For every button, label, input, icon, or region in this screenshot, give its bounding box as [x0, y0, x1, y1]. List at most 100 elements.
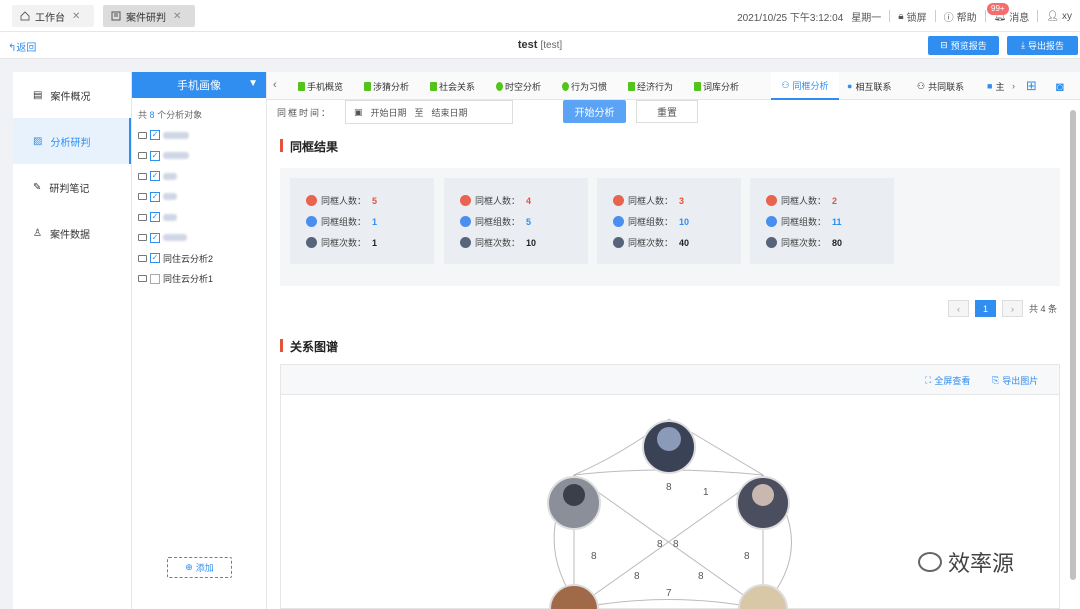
dropdown-arrow-icon[interactable]: ▼: [248, 78, 258, 89]
next-page-button[interactable]: ›: [1002, 300, 1023, 317]
preview-report-button[interactable]: ⊟预览报告: [928, 36, 999, 55]
layers-icon: [460, 216, 471, 227]
eye-icon[interactable]: [138, 152, 147, 160]
tab-lexicon[interactable]: 词库分析: [694, 80, 739, 93]
eye-icon[interactable]: [138, 131, 147, 139]
list-item[interactable]: ✓: [132, 166, 266, 187]
people-value: 5: [372, 195, 378, 206]
chevron-left-icon[interactable]: ‹: [273, 79, 277, 91]
checkbox[interactable]: ✓: [150, 130, 160, 141]
graph-canvas[interactable]: 8 1 8 8 8 8 8 8 7: [281, 395, 1059, 609]
camera-icon[interactable]: ◙: [1056, 78, 1064, 94]
people-label: 同框人数：: [321, 196, 367, 206]
eye-icon[interactable]: [138, 172, 147, 180]
plus-icon: ⊕: [185, 562, 193, 572]
people-icon: [306, 195, 317, 206]
checkbox[interactable]: ✓: [150, 253, 160, 264]
tab-case-analysis[interactable]: 案件研判 ✕: [103, 5, 195, 27]
export-report-button[interactable]: ⤓导出报告: [1007, 36, 1078, 55]
tab-guess-analysis[interactable]: 涉猜分析: [364, 80, 409, 93]
tab-workbench[interactable]: 工作台 ✕: [12, 5, 94, 27]
sidebar-item-case-data[interactable]: ♙ 案件数据: [13, 210, 131, 256]
prev-page-button[interactable]: ‹: [948, 300, 969, 317]
result-card[interactable]: 同框人数：5 同框组数：1 同框次数：1: [290, 178, 434, 264]
checkbox[interactable]: ✓: [150, 212, 160, 223]
tab-social-relations[interactable]: 社会关系: [430, 80, 475, 93]
reset-button[interactable]: 重置: [636, 100, 698, 123]
list-item[interactable]: 同住云分析1: [132, 269, 266, 290]
checkbox[interactable]: ✓: [150, 232, 160, 243]
start-analysis-button[interactable]: 开始分析: [563, 100, 626, 123]
sidebar-item-analysis[interactable]: ▨ 分析研判: [13, 118, 131, 164]
tab-behavior[interactable]: 行为习惯: [562, 80, 607, 93]
eye-icon[interactable]: [138, 275, 147, 283]
tab-same-frame[interactable]: ⚇同框分析: [771, 72, 839, 100]
eye-icon[interactable]: [138, 193, 147, 201]
list-item[interactable]: ✓: [132, 146, 266, 167]
messages-badge: 99+: [987, 3, 1009, 15]
result-card[interactable]: 同框人数：3 同框组数：10 同框次数：40: [597, 178, 741, 264]
lock-label: 锁屏: [906, 12, 927, 24]
list-item[interactable]: ✓: [132, 228, 266, 249]
tab-spacetime[interactable]: 时空分析: [496, 80, 541, 93]
edit-icon: ✎: [33, 181, 42, 193]
tab-label: 相互联系: [855, 81, 892, 92]
tab-economy[interactable]: 经济行为: [628, 80, 673, 93]
user-name: xy: [1062, 10, 1072, 22]
page-number[interactable]: 1: [975, 300, 996, 317]
list-item[interactable]: ✓: [132, 125, 266, 146]
user-menu[interactable]: 👤︎xy: [1046, 11, 1072, 22]
lock-button[interactable]: 🔒︎锁屏: [898, 9, 926, 24]
tab-common-contact[interactable]: ⚇共同联系: [917, 72, 964, 100]
times-label: 同框次数：: [321, 238, 367, 248]
tab-more[interactable]: ■主: [987, 72, 1004, 100]
eye-icon: [460, 237, 471, 248]
checkbox[interactable]: ✓: [150, 191, 160, 202]
eye-icon[interactable]: [138, 234, 147, 242]
fullscreen-icon: ⛶: [925, 375, 932, 385]
sidebar-item-notes[interactable]: ✎ 研判笔记: [13, 164, 131, 210]
object-panel-header[interactable]: 手机画像 ▼: [132, 72, 266, 98]
list-item[interactable]: ✓: [132, 187, 266, 208]
eye-icon[interactable]: [138, 213, 147, 221]
tab-phone-overview[interactable]: 手机概览: [298, 80, 343, 93]
add-button[interactable]: ⊕添加: [167, 557, 232, 578]
checkbox[interactable]: ✓: [150, 150, 160, 161]
end-date-placeholder: 结束日期: [431, 107, 468, 118]
messages-label: 消息: [1009, 12, 1030, 24]
chevron-right-icon[interactable]: ›: [1012, 81, 1015, 91]
graph-node-avatar[interactable]: [738, 584, 788, 609]
tab-mutual-contact[interactable]: ●相互联系: [847, 72, 891, 100]
eye-icon[interactable]: [138, 254, 147, 262]
close-icon[interactable]: ✕: [173, 10, 182, 22]
date-range-input[interactable]: ▣ 开始日期 至 结束日期: [345, 100, 513, 124]
user-icon: ♙: [33, 227, 42, 239]
checkbox[interactable]: ✓: [150, 171, 160, 182]
checkbox[interactable]: [150, 273, 160, 284]
graph-node-avatar[interactable]: [549, 584, 599, 609]
people-icon: [613, 195, 624, 206]
list-item[interactable]: ✓同住云分析2: [132, 248, 266, 269]
scrollbar[interactable]: [1070, 110, 1076, 580]
close-icon[interactable]: ✕: [72, 10, 81, 22]
wechat-icon: [918, 552, 942, 572]
sidebar-item-label: 分析研判: [50, 137, 91, 149]
result-card[interactable]: 同框人数：2 同框组数：11 同框次数：80: [750, 178, 894, 264]
result-card[interactable]: 同框人数：4 同框组数：5 同框次数：10: [444, 178, 588, 264]
list-item[interactable]: ✓: [132, 207, 266, 228]
fullscreen-button[interactable]: ⛶全屏查看: [925, 374, 970, 387]
sidebar-item-case-overview[interactable]: ▤ 案件概况: [13, 72, 131, 118]
messages-button[interactable]: 🔔︎消息: [994, 9, 1030, 24]
eye-icon: [306, 237, 317, 248]
groups-label: 同框组数：: [781, 217, 827, 227]
export-image-button[interactable]: ⎘导出图片: [992, 374, 1038, 387]
count-prefix: 共: [138, 110, 148, 120]
bell-icon: 🔔︎: [993, 10, 1007, 22]
user-icon: 👤︎: [1046, 10, 1059, 22]
graph-edge: [573, 599, 764, 609]
back-link[interactable]: ↰返回: [8, 43, 37, 54]
folder-add-icon[interactable]: ⊞: [1026, 78, 1037, 93]
people-label: 同框人数：: [475, 196, 521, 206]
people-label: 同框人数：: [781, 196, 827, 206]
